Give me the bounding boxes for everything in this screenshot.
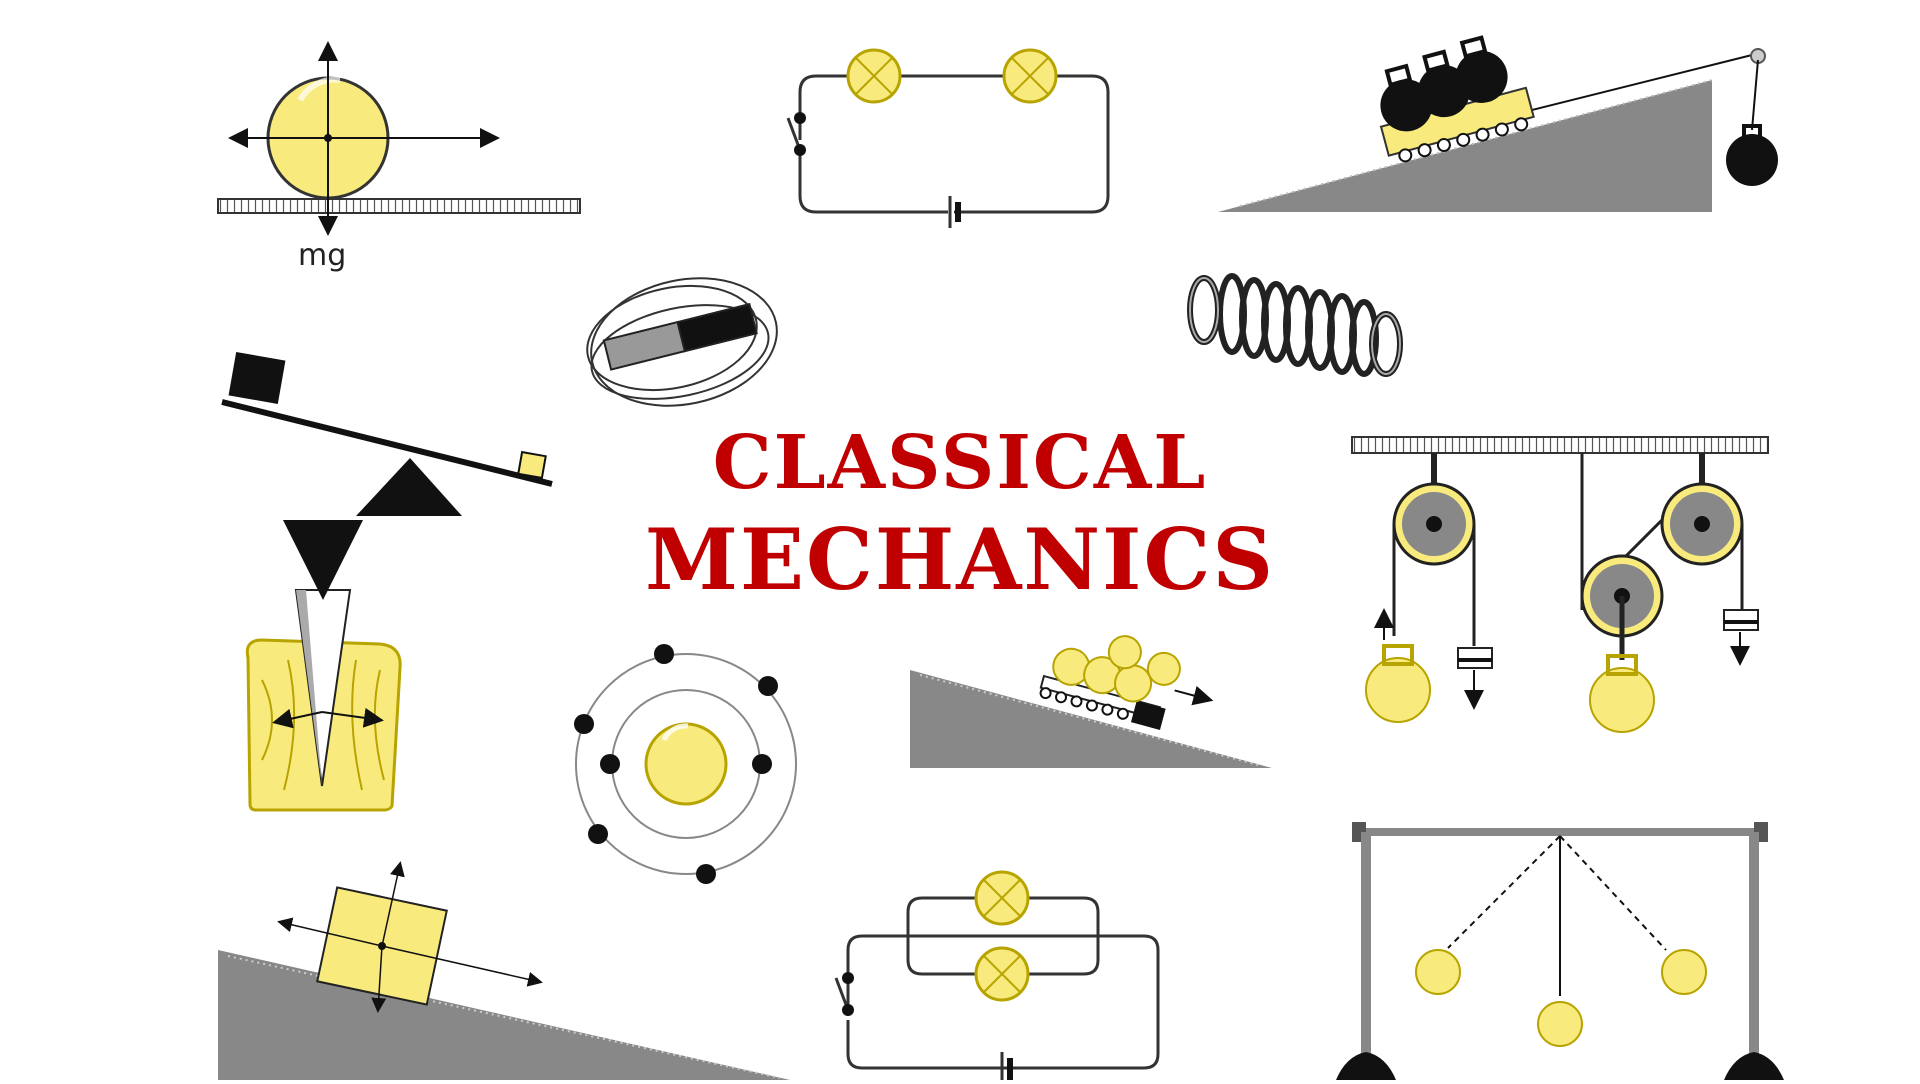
bar-magnet-field-icon: [586, 277, 778, 407]
wedge-splitting-wood-icon: [245, 520, 402, 812]
pendulum-frame-icon: [1336, 822, 1784, 1080]
coil-spring-icon: [1187, 273, 1403, 377]
title-line-mechanics: MECHANICS: [645, 510, 1275, 609]
title-line-classical: CLASSICAL: [712, 420, 1208, 506]
parallel-circuit-icon: [834, 870, 1160, 1080]
block-on-incline-icon: [218, 861, 790, 1080]
incline-cart-pulley-icon: [1218, 35, 1778, 212]
incline-cart-balls-icon: [910, 635, 1272, 768]
ball-on-surface-icon: [217, 41, 581, 236]
lever-seesaw-icon: [221, 351, 553, 516]
weight-force-label: mg: [298, 238, 347, 273]
pulley-system-icon: [1351, 436, 1769, 733]
series-circuit-icon: [786, 48, 1110, 228]
atom-model-icon: [574, 644, 797, 884]
